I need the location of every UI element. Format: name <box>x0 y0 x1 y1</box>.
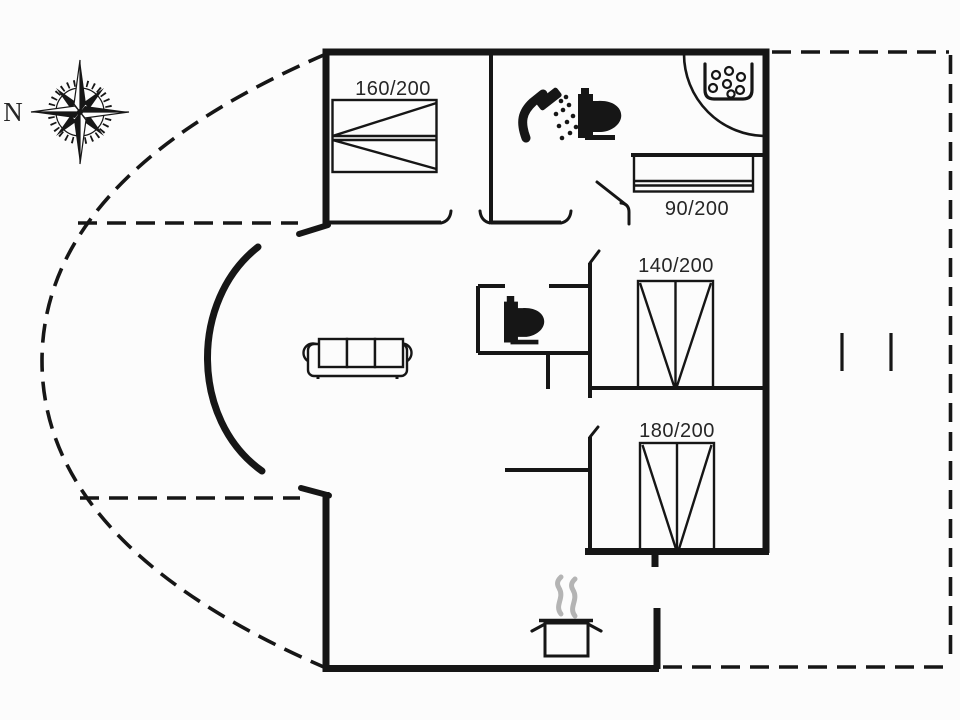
whirlpool-basin-icon <box>703 62 754 101</box>
bed-90-label: 90/200 <box>665 198 729 220</box>
sofa-cushion-2 <box>345 337 377 369</box>
toilet-icon-wc <box>504 296 545 345</box>
terrace-door-leaf-upper <box>296 222 331 237</box>
bed-180-label: 180/200 <box>639 420 715 442</box>
door-stop-hall <box>478 209 492 225</box>
interior-walls <box>328 52 766 552</box>
bed-180 <box>638 441 716 553</box>
sofa-cushion-3 <box>373 337 405 369</box>
door-leaf-bedroom4 <box>588 425 600 439</box>
cooking-pot-icon <box>530 574 603 658</box>
terrace-door-leaf-lower <box>298 485 332 499</box>
door-stop-bathroom <box>559 209 573 225</box>
shower-spray-dots <box>553 94 579 141</box>
sofa <box>302 337 413 379</box>
door-leaf-bedroom2 <box>595 180 627 206</box>
bed-160-label: 160/200 <box>355 78 431 100</box>
door-leaf-bedroom3 <box>588 249 601 265</box>
compass-rose-icon <box>30 59 130 165</box>
sofa-feet <box>316 376 399 379</box>
door-jamb-bedroom2 <box>619 201 631 226</box>
door-stop-bedroom1 <box>439 209 453 225</box>
compass-north-label: N <box>3 97 23 127</box>
bed-140 <box>636 279 715 390</box>
bed-140-label: 140/200 <box>638 255 714 277</box>
door-details <box>439 180 631 439</box>
toilet-icon-bathroom <box>578 88 622 140</box>
terrace-arc-west <box>40 52 327 670</box>
curved-wall-living-room <box>204 243 266 475</box>
door-swing-arc <box>682 53 767 138</box>
bed-160 <box>331 98 438 174</box>
sofa-cushion-1 <box>317 337 349 369</box>
shower-icon <box>518 87 579 143</box>
terrace-boundary-dashed <box>40 50 953 670</box>
terrace-door-leaves <box>296 222 332 499</box>
terrace-marks <box>840 333 893 371</box>
steam-icon <box>555 574 578 619</box>
bed-90 <box>632 154 755 193</box>
